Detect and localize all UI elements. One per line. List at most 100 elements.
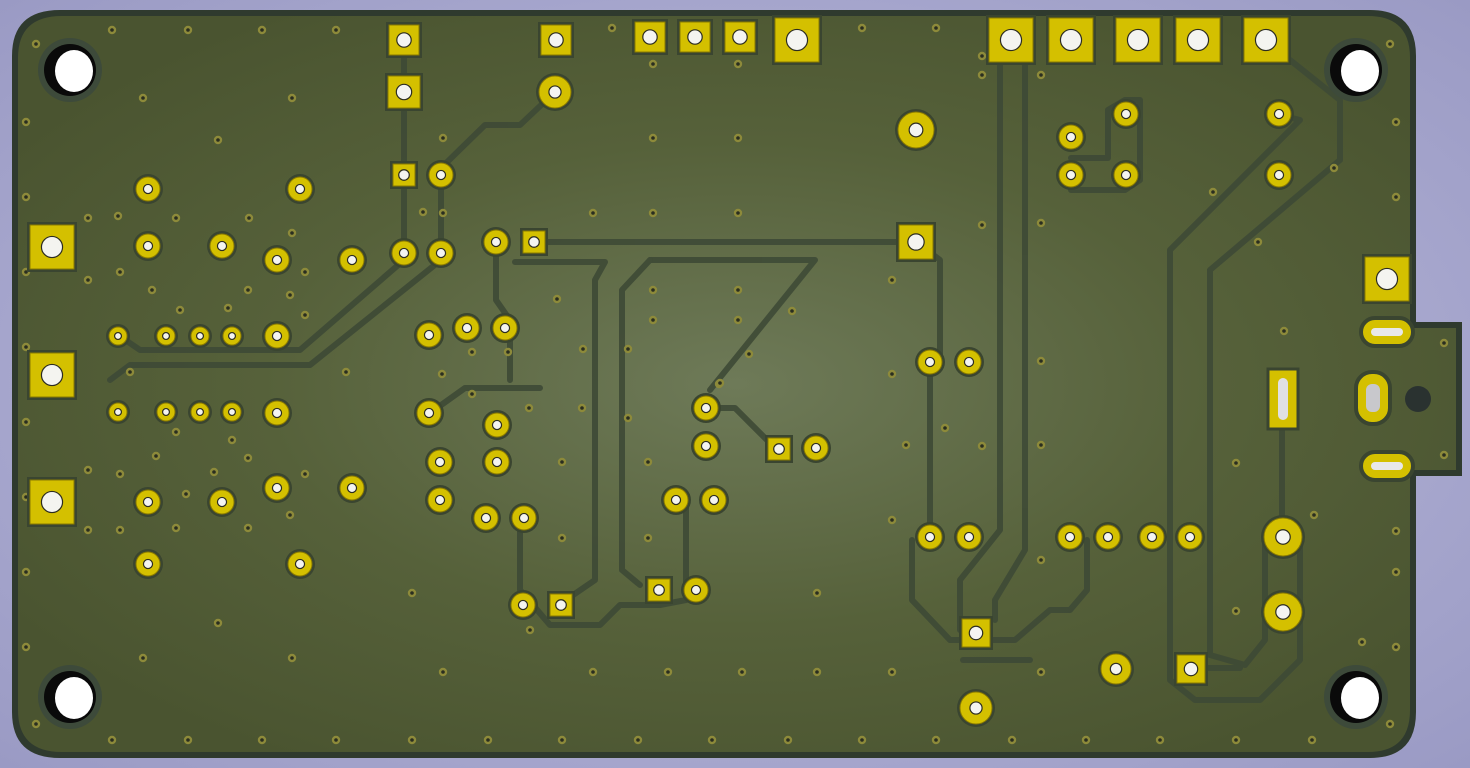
- via-drill: [904, 443, 908, 447]
- via-drill: [110, 738, 114, 742]
- via-layer: [21, 23, 1449, 745]
- via-drill: [1039, 359, 1043, 363]
- via-drill: [1394, 645, 1398, 649]
- via-drill: [591, 670, 595, 674]
- via-drill: [890, 670, 894, 674]
- via-drill: [560, 536, 564, 540]
- via-drill: [141, 656, 145, 660]
- via-drill: [110, 28, 114, 32]
- pad-hole: [480, 512, 492, 524]
- slot-hole: [1371, 462, 1403, 470]
- via-drill: [186, 28, 190, 32]
- pad-hole: [548, 85, 562, 99]
- pad-hole: [195, 407, 205, 417]
- via-drill: [736, 318, 740, 322]
- mounting-hole-light: [1341, 50, 1379, 92]
- via-drill: [1039, 221, 1043, 225]
- via-drill: [303, 313, 307, 317]
- pad-hole: [161, 407, 171, 417]
- via-drill: [260, 738, 264, 742]
- mounting-hole-layer: [38, 38, 1388, 729]
- square-pad: [634, 21, 666, 53]
- via-drill: [344, 370, 348, 374]
- pad-hole: [785, 28, 809, 52]
- via-drill: [441, 136, 445, 140]
- pad-hole: [1186, 28, 1210, 52]
- board-surface: [18, 16, 1456, 752]
- via-drill: [24, 270, 28, 274]
- pad-hole: [142, 496, 154, 508]
- via-drill: [1394, 529, 1398, 533]
- pad-hole: [216, 240, 228, 252]
- via-drill: [718, 381, 722, 385]
- via-drill: [246, 288, 250, 292]
- via-drill: [470, 350, 474, 354]
- pad-hole: [968, 625, 984, 641]
- via-drill: [890, 518, 894, 522]
- via-drill: [1010, 738, 1014, 742]
- via-drill: [626, 347, 630, 351]
- via-drill: [86, 468, 90, 472]
- pad-hole: [461, 322, 473, 334]
- pad-hole: [423, 407, 435, 419]
- pad-hole: [346, 482, 358, 494]
- via-drill: [736, 62, 740, 66]
- via-drill: [247, 216, 251, 220]
- pad-hole: [773, 443, 785, 455]
- via-drill: [24, 195, 28, 199]
- via-drill: [118, 472, 122, 476]
- trace: [107, 257, 444, 383]
- pad-hole: [113, 331, 123, 341]
- via-drill: [230, 438, 234, 442]
- via-drill: [646, 536, 650, 540]
- via-drill: [24, 495, 28, 499]
- pad-hole: [398, 247, 410, 259]
- via-drill: [736, 136, 740, 140]
- via-drill: [116, 214, 120, 218]
- via-drill: [980, 73, 984, 77]
- via-drill: [636, 738, 640, 742]
- via-drill: [24, 120, 28, 124]
- pad-hole: [346, 254, 358, 266]
- via-drill: [651, 62, 655, 66]
- via-drill: [1360, 640, 1364, 644]
- via-drill: [441, 670, 445, 674]
- via-drill: [1039, 558, 1043, 562]
- via-drill: [128, 370, 132, 374]
- trace: [438, 89, 558, 171]
- mounting-hole-light: [55, 677, 93, 719]
- via-drill: [1312, 513, 1316, 517]
- pad-hole: [963, 356, 975, 368]
- via-drill: [860, 738, 864, 742]
- trace: [512, 259, 608, 607]
- pad-hole: [113, 407, 123, 417]
- via-drill: [174, 216, 178, 220]
- pad-hole: [1064, 531, 1076, 543]
- via-drill: [260, 28, 264, 32]
- via-drill: [118, 270, 122, 274]
- via-drill: [736, 288, 740, 292]
- trace: [1207, 57, 1343, 668]
- via-drill: [1442, 453, 1446, 457]
- via-drill: [288, 293, 292, 297]
- pad-hole: [1120, 169, 1132, 181]
- via-drill: [303, 270, 307, 274]
- via-drill: [246, 456, 250, 460]
- via-drill: [24, 645, 28, 649]
- via-drill: [212, 470, 216, 474]
- via-drill: [86, 278, 90, 282]
- via-drill: [747, 352, 751, 356]
- via-drill: [790, 309, 794, 313]
- via-drill: [860, 26, 864, 30]
- pad-hole: [810, 442, 822, 454]
- pad-hole: [687, 29, 703, 45]
- pad-hole: [1273, 108, 1285, 120]
- via-drill: [86, 216, 90, 220]
- pad-hole: [548, 32, 564, 48]
- pad-hole: [653, 584, 665, 596]
- via-drill: [334, 28, 338, 32]
- via-drill: [421, 210, 425, 214]
- pad-hole: [1273, 169, 1285, 181]
